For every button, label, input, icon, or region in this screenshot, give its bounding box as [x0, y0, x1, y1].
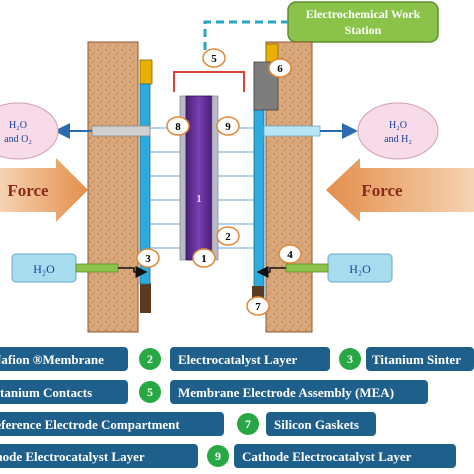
svg-text:8: 8 [175, 121, 181, 133]
water-path-left [118, 266, 148, 278]
anode-sinter-dark-bottom [140, 283, 151, 313]
legend-box-anode [0, 444, 198, 468]
svg-text:9: 9 [225, 121, 231, 133]
gas-outlet-pipe-right [263, 125, 321, 137]
callout-1: 1 [192, 248, 216, 268]
svg-text:7: 7 [245, 417, 251, 431]
legend-num-5 [139, 381, 161, 403]
svg-text:5: 5 [211, 53, 217, 65]
water-path-right [256, 266, 286, 278]
callout-6: 6 [268, 58, 292, 78]
callout-7: 7 [246, 296, 270, 316]
work-station-label-line1: Electrochemical Work [306, 7, 421, 21]
svg-text:3: 3 [145, 253, 151, 265]
legend-box-sinter [366, 347, 474, 371]
water-pipe-right [285, 263, 329, 273]
legend-num-3 [339, 348, 361, 370]
legend-num-9 [207, 445, 229, 467]
legend-box-gaskets [266, 412, 376, 436]
legend-box-mea [170, 380, 428, 404]
svg-text:9: 9 [215, 449, 221, 463]
anode-gas-line1: H₂O [9, 120, 27, 131]
legend-text-sinter: Titanium Sinter [372, 352, 461, 367]
legend-text-cathode: Cathode Electrocatalyst Layer [242, 449, 412, 464]
force-arrow-left [0, 158, 88, 222]
svg-text:6: 6 [277, 63, 283, 75]
callout-3: 3 [136, 248, 160, 268]
svg-text:1: 1 [201, 253, 207, 265]
legend-box-reference [0, 412, 224, 436]
legend: Nafion ®Membrane 2 Electrocatalyst Layer… [0, 347, 474, 468]
cathode-gas-ellipse [357, 102, 439, 160]
water-inlet-right-label: H₂O [349, 262, 371, 276]
legend-text-nafion: Nafion ®Membrane [0, 352, 104, 367]
membrane-center-label: 1 [196, 193, 202, 205]
callout-8: 8 [166, 116, 190, 136]
callout-4: 4 [278, 244, 302, 264]
svg-text:3: 3 [347, 352, 353, 366]
force-label-left: Force [7, 181, 49, 200]
legend-box-electrocatalyst [170, 347, 330, 371]
legend-text-anode: Anode Electrocatalyst Layer [0, 449, 145, 464]
svg-text:2: 2 [147, 352, 153, 366]
legend-text-electrocatalyst: Electrocatalyst Layer [178, 352, 297, 367]
legend-text-reference: Reference Electrode Compartment [0, 417, 180, 432]
nafion-membrane [185, 95, 213, 261]
legend-num-2 [139, 348, 161, 370]
force-arrow-right [326, 158, 474, 222]
svg-text:5: 5 [147, 385, 153, 399]
gas-outlet-pipe-left [91, 125, 151, 137]
legend-box-contacts [0, 380, 128, 404]
callout-5: 5 [202, 48, 226, 68]
water-inlet-left-label: H₂O [33, 262, 55, 276]
legend-box-nafion [0, 347, 128, 371]
legend-text-contacts: Titanium Contacts [0, 385, 92, 400]
anode-gas-ellipse [0, 102, 59, 160]
work-station-label-line2: Station [345, 23, 382, 37]
legend-num-7 [237, 413, 259, 435]
anode-gas-line2: and O₂ [4, 134, 32, 145]
force-label-right: Force [361, 181, 403, 200]
anode-titanium-sinter [87, 41, 139, 333]
legend-text-mea: Membrane Electrode Assembly (MEA) [178, 385, 394, 400]
legend-text-gaskets: Silicon Gaskets [274, 417, 359, 432]
cathode-gas-line1: H₂O [389, 120, 407, 131]
anode-silicon-gasket [139, 59, 153, 85]
svg-text:2: 2 [225, 231, 231, 243]
legend-box-cathode [234, 444, 456, 468]
mea-bracket [173, 71, 245, 92]
svg-text:7: 7 [255, 301, 261, 313]
svg-text:4: 4 [287, 249, 293, 261]
cathode-gas-line2: and H₂ [384, 134, 412, 145]
station-cable [203, 20, 288, 50]
water-pipe-left [75, 263, 119, 273]
callout-2: 2 [216, 226, 240, 246]
callout-9: 9 [216, 116, 240, 136]
anode-titanium-contact [139, 83, 151, 285]
